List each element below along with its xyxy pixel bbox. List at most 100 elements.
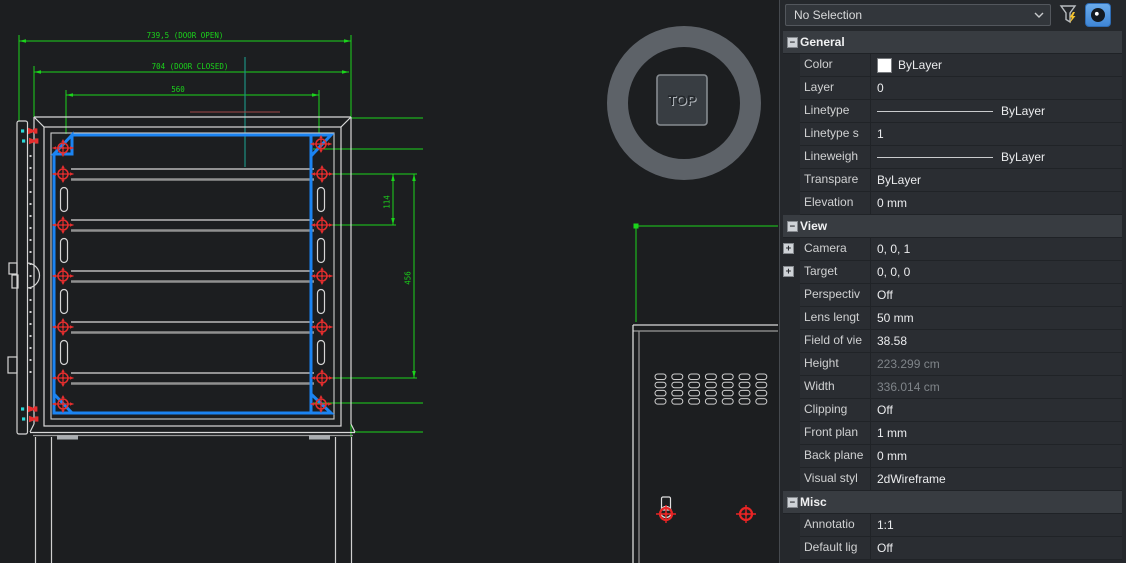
property-label: Width — [800, 376, 870, 398]
collapse-icon[interactable]: − — [787, 37, 798, 48]
property-value[interactable]: 0 mm — [870, 445, 1122, 467]
property-row-front-plan[interactable]: Front plan1 mm — [800, 422, 1122, 445]
eye-icon — [1089, 6, 1107, 24]
property-row-default-lig[interactable]: Default lig Off — [800, 537, 1122, 560]
property-value[interactable]: Off — [870, 399, 1122, 421]
property-row-lineweigh[interactable]: Lineweigh ByLayer — [800, 146, 1122, 169]
dim-door-closed: 704 (DOOR CLOSED) — [152, 62, 229, 71]
property-row-clipping[interactable]: ClippingOff — [800, 399, 1122, 422]
property-value[interactable]: 50 mm — [870, 307, 1122, 329]
property-label: Default lig — [800, 537, 870, 559]
quick-select-filter-button[interactable] — [1059, 4, 1079, 26]
property-label: Annotatio — [800, 514, 870, 536]
section-header-view[interactable]: −View — [783, 215, 1122, 238]
drawing-viewport[interactable]: 739,5 (DOOR OPEN) 704 (DOOR CLOSED) 560 … — [0, 0, 779, 563]
property-label: Color — [800, 54, 870, 76]
property-value-text: 38.58 — [877, 331, 907, 352]
property-value[interactable]: Off — [870, 537, 1122, 559]
property-value-text: 50 mm — [877, 308, 914, 329]
property-value[interactable]: ByLayer — [870, 54, 1122, 76]
property-row-linetype-s[interactable]: Linetype s1 — [800, 123, 1122, 146]
color-swatch — [877, 58, 892, 73]
property-value[interactable]: ByLayer — [870, 169, 1122, 191]
open-door — [8, 121, 40, 434]
property-label: Field of vie — [800, 330, 870, 352]
property-value-text: Off — [877, 538, 893, 559]
property-row-back-plane[interactable]: Back plane0 mm — [800, 445, 1122, 468]
property-value-text: 0, 0, 1 — [877, 239, 910, 260]
property-value[interactable]: 0 — [870, 77, 1122, 99]
property-row-elevation[interactable]: Elevation0 mm — [800, 192, 1122, 215]
visibility-toggle-button[interactable] — [1085, 3, 1111, 27]
collapse-icon[interactable]: − — [787, 221, 798, 232]
selected-part-outline[interactable] — [54, 135, 331, 413]
property-row-field-of-vie[interactable]: Field of vie 38.58 — [800, 330, 1122, 353]
selection-dropdown[interactable]: No Selection — [785, 4, 1051, 26]
expand-icon[interactable]: + — [783, 243, 794, 254]
dimension-arrows — [19, 39, 416, 378]
property-label: Lineweigh — [800, 146, 870, 168]
dim-shelf-span: 456 — [404, 271, 413, 285]
property-label: Transpare — [800, 169, 870, 191]
property-label: Perspectiv — [800, 284, 870, 306]
property-value-text: ByLayer — [877, 170, 921, 191]
section-header-misc[interactable]: −Misc — [783, 491, 1122, 514]
view-cube[interactable]: TOP TOP — [618, 37, 751, 170]
properties-rows: −GeneralColorByLayerLayer0LinetypeByLaye… — [780, 31, 1122, 563]
property-label: Target — [800, 261, 870, 283]
dim-shelf-spacing: 114 — [383, 195, 392, 209]
property-value-text: 0 — [877, 78, 884, 99]
collapse-icon[interactable]: − — [787, 497, 798, 508]
property-value[interactable]: 336.014 cm — [870, 376, 1122, 398]
property-row-width[interactable]: Width 336.014 cm — [800, 376, 1122, 399]
property-row-layer[interactable]: Layer0 — [800, 77, 1122, 100]
property-row-linetype[interactable]: LinetypeByLayer — [800, 100, 1122, 123]
property-value[interactable]: 1:1 — [870, 514, 1122, 536]
property-value[interactable]: 0, 0, 0 — [870, 261, 1122, 283]
property-value[interactable]: 1 mm — [870, 422, 1122, 444]
property-label: Visual styl — [800, 468, 870, 490]
property-row-camera[interactable]: +Camera0, 0, 1 — [800, 238, 1122, 261]
property-value-text: Off — [877, 400, 893, 421]
property-value-text: 336.014 cm — [877, 377, 940, 398]
selection-dropdown-value: No Selection — [794, 8, 862, 22]
property-value[interactable]: 1 — [870, 123, 1122, 145]
property-value[interactable]: ByLayer — [870, 146, 1122, 168]
property-value-text: ByLayer — [1001, 147, 1045, 168]
property-row-annotatio[interactable]: Annotatio1:1 — [800, 514, 1122, 537]
property-row-target[interactable]: +Target0, 0, 0 — [800, 261, 1122, 284]
front-view: 739,5 (DOOR OPEN) 704 (DOOR CLOSED) 560 … — [8, 31, 423, 563]
property-value-text: ByLayer — [898, 55, 942, 76]
property-row-visual-styl[interactable]: Visual styl2dWireframe — [800, 468, 1122, 491]
property-value-text: 0, 0, 0 — [877, 262, 910, 283]
property-row-perspectiv[interactable]: Perspectiv Off — [800, 284, 1122, 307]
property-value-text: Off — [877, 285, 893, 306]
property-value[interactable]: 0, 0, 1 — [870, 238, 1122, 260]
property-label: Lens lengt — [800, 307, 870, 329]
section-header-general[interactable]: −General — [783, 31, 1122, 54]
property-row-color[interactable]: Color ByLayer — [800, 54, 1122, 77]
property-row-transpare[interactable]: Transpare ByLayer — [800, 169, 1122, 192]
property-value[interactable]: 0 mm — [870, 192, 1122, 214]
property-row-lens-lengt[interactable]: Lens lengt 50 mm — [800, 307, 1122, 330]
properties-panel: No Selection −General — [779, 0, 1126, 563]
dim-door-open: 739,5 (DOOR OPEN) — [147, 31, 224, 40]
property-value[interactable]: Off — [870, 284, 1122, 306]
shelf-rails — [71, 169, 314, 384]
property-label: Linetype — [800, 100, 870, 122]
view-cube-label: TOP — [668, 92, 697, 108]
property-value[interactable]: 2dWireframe — [870, 468, 1122, 490]
dim-top-width: 560 — [171, 85, 185, 94]
dimension-text: 739,5 (DOOR OPEN) 704 (DOOR CLOSED) 560 … — [147, 31, 413, 285]
property-value-text: 0 mm — [877, 193, 907, 214]
property-value[interactable]: 38.58 — [870, 330, 1122, 352]
property-value[interactable]: 223.299 cm — [870, 353, 1122, 375]
properties-toolbar: No Selection — [780, 0, 1126, 30]
linetype-sample — [877, 111, 993, 112]
property-value[interactable]: ByLayer — [870, 100, 1122, 122]
expand-icon[interactable]: + — [783, 266, 794, 277]
property-row-height[interactable]: Height223.299 cm — [800, 353, 1122, 376]
filter-lightning-icon — [1061, 6, 1076, 23]
chevron-down-icon[interactable] — [1034, 12, 1044, 18]
